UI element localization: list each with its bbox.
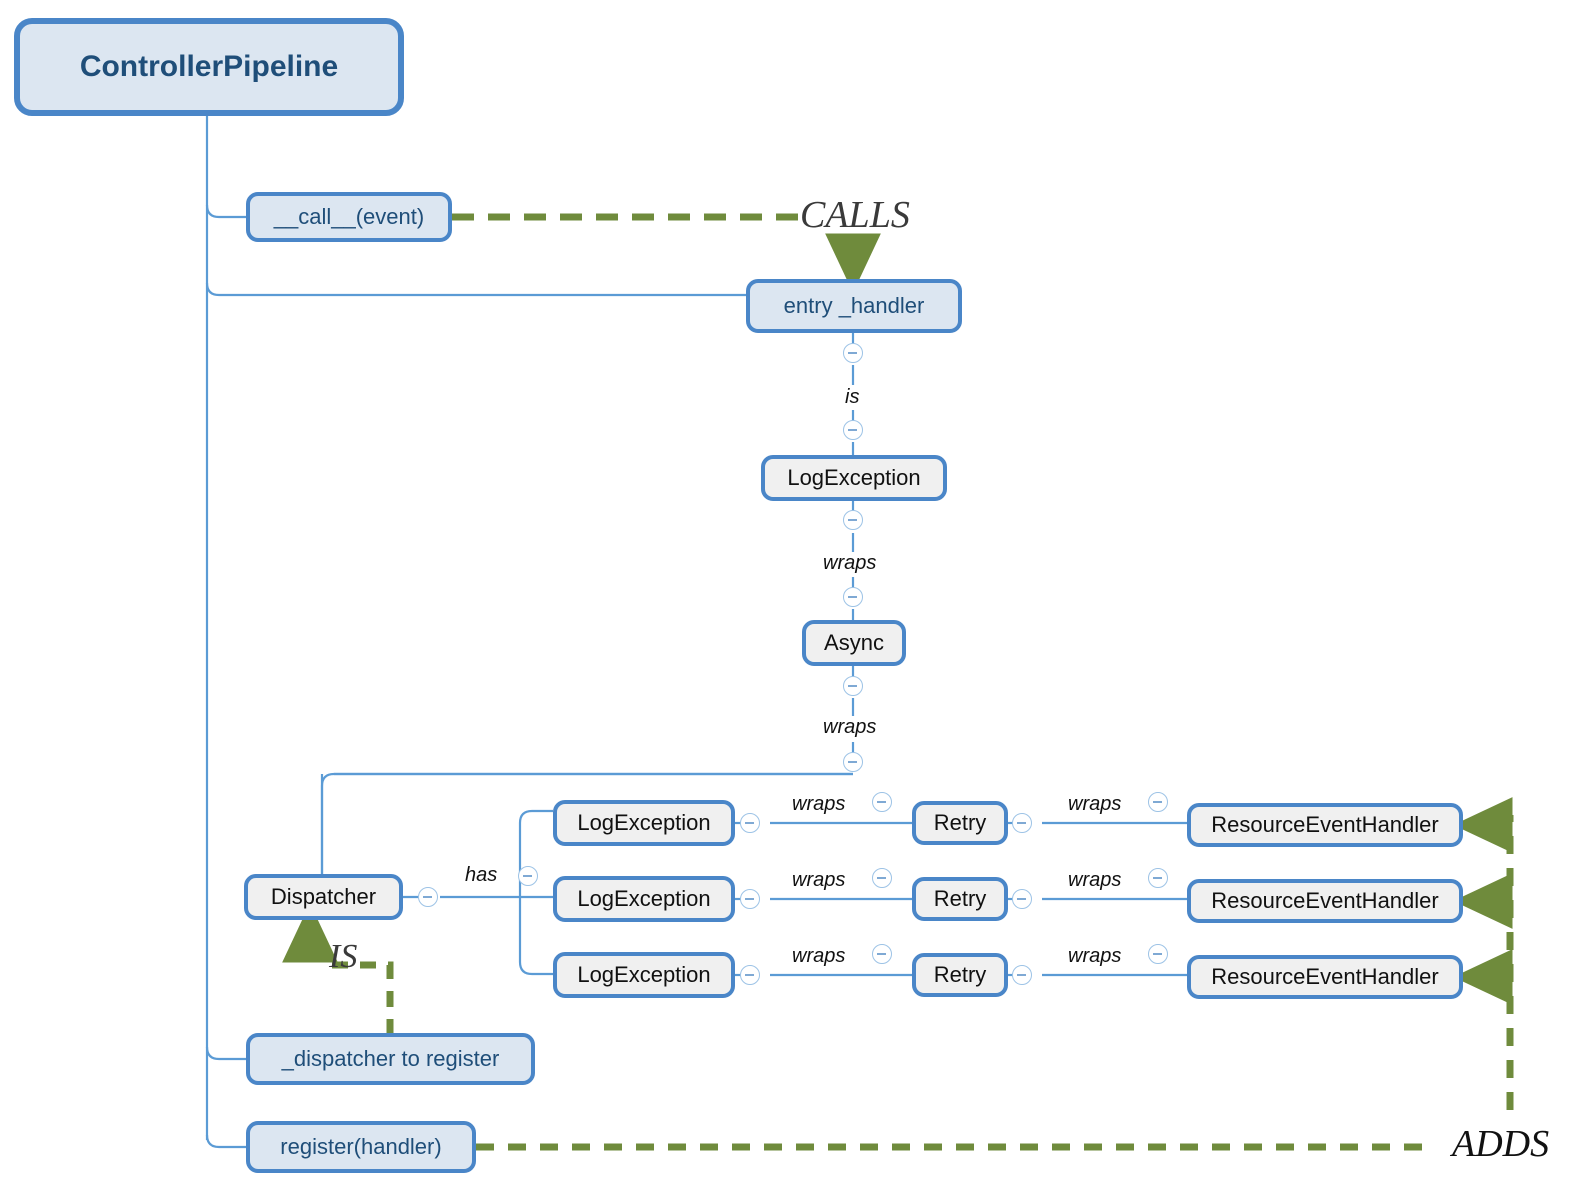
node-resource-event-handler-row-3[interactable]: ResourceEventHandler bbox=[1187, 955, 1463, 999]
node-label: Dispatcher bbox=[270, 884, 377, 909]
node-label: ResourceEventHandler bbox=[1211, 812, 1439, 837]
node-label: ControllerPipeline bbox=[79, 50, 339, 83]
collapse-toggle-icon[interactable] bbox=[872, 868, 892, 888]
node-dispatcher-to-register[interactable]: _dispatcher to register bbox=[246, 1033, 535, 1085]
relation-label-has: has bbox=[465, 864, 498, 886]
node-label: LogException bbox=[577, 886, 711, 911]
relation-label-wraps-log-retry-3: wraps bbox=[792, 945, 846, 967]
node-retry-row-3[interactable]: Retry bbox=[912, 953, 1008, 997]
collapse-toggle-icon[interactable] bbox=[740, 813, 760, 833]
annotation-is: IS bbox=[329, 938, 358, 975]
node-label: register(handler) bbox=[280, 1134, 442, 1159]
node-entry-handler[interactable]: entry _handler bbox=[746, 279, 962, 333]
node-label: ResourceEventHandler bbox=[1211, 964, 1439, 989]
collapse-toggle-icon[interactable] bbox=[872, 944, 892, 964]
node-resource-event-handler-row-1[interactable]: ResourceEventHandler bbox=[1187, 803, 1463, 847]
node-label: __call__(event) bbox=[273, 204, 425, 229]
relation-label-wraps-1: wraps bbox=[823, 552, 877, 574]
collapse-toggle-icon[interactable] bbox=[740, 889, 760, 909]
node-label: Retry bbox=[933, 962, 987, 987]
node-register-handler[interactable]: register(handler) bbox=[246, 1121, 476, 1173]
node-log-exception-row-1[interactable]: LogException bbox=[553, 800, 735, 846]
collapse-toggle-icon[interactable] bbox=[843, 752, 863, 772]
node-resource-event-handler-row-2[interactable]: ResourceEventHandler bbox=[1187, 879, 1463, 923]
collapse-toggle-icon[interactable] bbox=[1012, 965, 1032, 985]
collapse-toggle-icon[interactable] bbox=[1012, 813, 1032, 833]
collapse-toggle-icon[interactable] bbox=[1148, 944, 1168, 964]
annotation-calls: CALLS bbox=[800, 194, 910, 236]
relation-label-wraps-log-retry-1: wraps bbox=[792, 793, 846, 815]
node-label: LogException bbox=[577, 810, 711, 835]
collapse-toggle-icon[interactable] bbox=[843, 676, 863, 696]
relation-label-wraps-retry-resource-3: wraps bbox=[1068, 945, 1122, 967]
node-log-exception-row-2[interactable]: LogException bbox=[553, 876, 735, 922]
collapse-toggle-icon[interactable] bbox=[1148, 868, 1168, 888]
node-log-exception-chain[interactable]: LogException bbox=[761, 455, 947, 501]
node-label: Retry bbox=[933, 810, 987, 835]
relation-label-wraps-retry-resource-1: wraps bbox=[1068, 793, 1122, 815]
node-label: _dispatcher to register bbox=[281, 1046, 500, 1071]
node-retry-row-2[interactable]: Retry bbox=[912, 877, 1008, 921]
relation-label-wraps-2: wraps bbox=[823, 716, 877, 738]
relation-label-wraps-log-retry-2: wraps bbox=[792, 869, 846, 891]
collapse-toggle-icon[interactable] bbox=[843, 510, 863, 530]
node-controller-pipeline[interactable]: ControllerPipeline bbox=[14, 18, 404, 116]
collapse-toggle-icon[interactable] bbox=[740, 965, 760, 985]
collapse-toggle-icon[interactable] bbox=[843, 343, 863, 363]
relation-label-is: is bbox=[845, 386, 860, 408]
node-log-exception-row-3[interactable]: LogException bbox=[553, 952, 735, 998]
collapse-toggle-icon[interactable] bbox=[843, 420, 863, 440]
node-label: entry _handler bbox=[783, 293, 925, 318]
collapse-toggle-icon[interactable] bbox=[843, 587, 863, 607]
node-async[interactable]: Async bbox=[802, 620, 906, 666]
collapse-toggle-icon[interactable] bbox=[1012, 889, 1032, 909]
node-retry-row-1[interactable]: Retry bbox=[912, 801, 1008, 845]
node-label: ResourceEventHandler bbox=[1211, 888, 1439, 913]
annotation-adds: ADDS bbox=[1452, 1123, 1550, 1165]
collapse-toggle-icon[interactable] bbox=[1148, 792, 1168, 812]
node-dispatcher[interactable]: Dispatcher bbox=[244, 874, 403, 920]
relation-label-wraps-retry-resource-2: wraps bbox=[1068, 869, 1122, 891]
node-label: Retry bbox=[933, 886, 987, 911]
node-call-event[interactable]: __call__(event) bbox=[246, 192, 452, 242]
collapse-toggle-icon[interactable] bbox=[872, 792, 892, 812]
collapse-toggle-icon[interactable] bbox=[418, 887, 438, 907]
node-label: Async bbox=[824, 630, 884, 655]
node-label: LogException bbox=[787, 465, 921, 490]
node-label: LogException bbox=[577, 962, 711, 987]
collapse-toggle-icon[interactable] bbox=[518, 866, 538, 886]
